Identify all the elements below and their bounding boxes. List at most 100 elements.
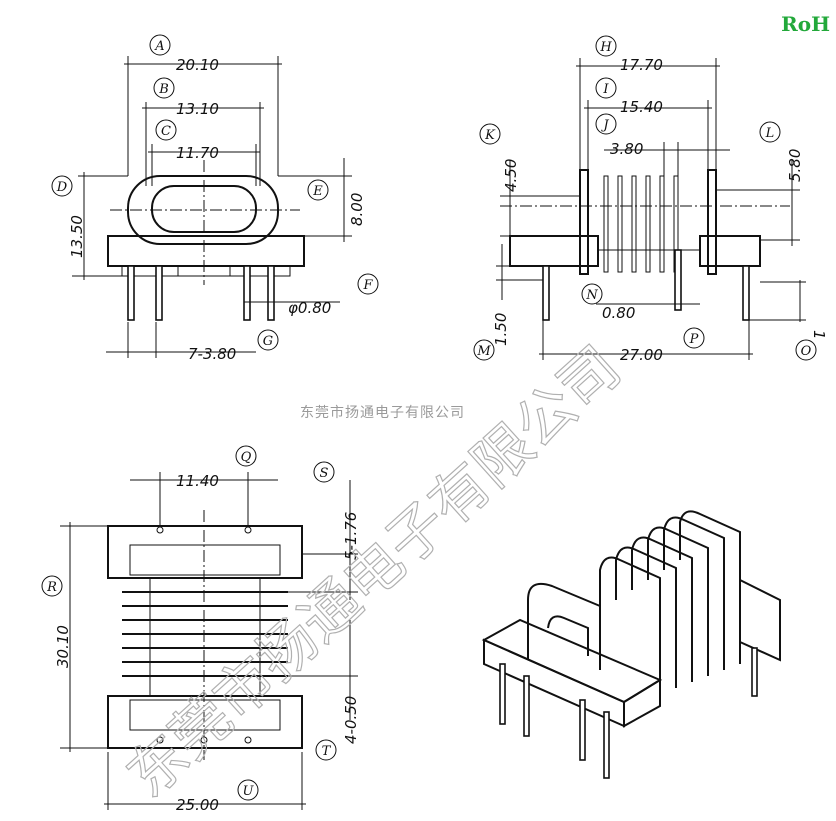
iso-fin-2 — [615, 546, 677, 688]
bottom-pin-hole-2 — [244, 526, 252, 534]
side-base-right — [699, 235, 761, 267]
side-left-flange — [579, 169, 589, 275]
side-pin-mid — [674, 249, 682, 311]
iso-fin-1 — [599, 556, 661, 694]
side-pin-left — [542, 265, 550, 321]
side-callout-k-letter: K — [484, 128, 496, 143]
bottom-callout-u — [237, 779, 259, 801]
side-dim-n-value: 0.80 — [602, 304, 635, 322]
front-callout-e — [307, 179, 329, 201]
iso-bobbin-arch-1 — [527, 582, 601, 668]
side-callout-i-letter: I — [602, 82, 609, 97]
iso-fin-4 — [647, 526, 709, 676]
bottom-pin-hole-3 — [156, 736, 164, 744]
front-callout-e-letter: E — [312, 184, 323, 199]
isometric-view — [481, 510, 781, 779]
bottom-callout-q-letter: Q — [241, 450, 252, 465]
bottom-callout-s-letter: S — [320, 466, 329, 481]
side-callout-h-letter: H — [599, 40, 612, 55]
iso-pin-1 — [499, 663, 506, 725]
side-dim-o-value: 1 — [810, 330, 828, 340]
front-base-notch — [177, 265, 231, 277]
bottom-callout-r — [41, 575, 63, 597]
front-callout-f-letter: F — [362, 278, 373, 293]
bottom-callout-s — [313, 461, 335, 483]
side-rib-2 — [617, 175, 623, 273]
front-pin-1 — [127, 265, 135, 321]
side-callout-h — [595, 35, 617, 57]
bottom-callout-t — [315, 739, 337, 761]
front-view: 20.10 A 13.10 B 11.70 C D 13.50 E 8.00 F… — [51, 34, 379, 363]
bottom-view: Q 11.40 R 30.10 S 5-1.76 T 4-0.50 U 25.0… — [41, 445, 360, 814]
front-callout-c — [155, 119, 177, 141]
front-callout-c-letter: C — [161, 124, 171, 139]
iso-core-window — [547, 615, 589, 656]
side-dim-m-value: 1.50 — [492, 313, 510, 346]
bottom-core-body — [149, 577, 261, 697]
front-base-foot — [121, 265, 291, 277]
front-callout-a-letter: A — [154, 39, 164, 54]
front-dim-e-value: 8.00 — [348, 193, 366, 226]
front-callout-a — [149, 34, 171, 56]
front-callout-g — [257, 329, 279, 351]
iso-pin-4 — [603, 711, 610, 779]
bottom-top-recess — [129, 544, 281, 576]
bottom-dim-u-value: 25.00 — [176, 796, 219, 814]
front-dim-b-value: 13.10 — [176, 100, 219, 118]
front-callout-d-letter: D — [56, 180, 68, 195]
side-view: H 17.70 I 15.40 J 3.80 K 4.50 L 5.80 M 1… — [473, 35, 828, 364]
side-rib-4 — [645, 175, 651, 273]
iso-base-top — [481, 618, 663, 704]
front-pin-3 — [243, 265, 251, 321]
front-dim-g-value: 7-3.80 — [188, 345, 236, 363]
iso-pin-2 — [523, 675, 530, 737]
iso-fin-6 — [679, 510, 741, 664]
iso-fin-3 — [631, 536, 693, 682]
front-callout-b-letter: B — [158, 82, 169, 97]
side-callout-o-letter: O — [801, 344, 812, 359]
side-base-left — [509, 235, 599, 267]
front-pin-4 — [267, 265, 275, 321]
side-callout-p — [683, 327, 705, 349]
side-dim-h-value: 17.70 — [620, 56, 663, 74]
side-callout-n-letter: N — [585, 288, 598, 303]
side-dim-i-value: 15.40 — [620, 98, 663, 116]
side-dim-j-value: 3.80 — [610, 140, 643, 158]
side-callout-m — [473, 339, 495, 361]
side-callout-p-letter: P — [689, 332, 699, 347]
side-dim-p-value: 27.00 — [620, 346, 663, 364]
iso-base-side — [623, 678, 661, 728]
bottom-dim-s-value: 5-1.76 — [342, 512, 360, 560]
front-dim-c-value: 11.70 — [176, 144, 219, 162]
bottom-callout-q — [235, 445, 257, 467]
side-callout-n — [581, 283, 603, 305]
rohs-badge: RoH — [781, 12, 830, 36]
side-callout-o — [795, 339, 817, 361]
front-pin-2 — [155, 265, 163, 321]
iso-pin-3 — [579, 699, 586, 761]
side-rib-3 — [631, 175, 637, 273]
iso-rear-flange — [739, 578, 781, 662]
bottom-dim-q-value: 11.40 — [176, 472, 219, 490]
side-dim-k-value: 4.50 — [502, 159, 520, 192]
side-callout-l — [759, 121, 781, 143]
watermark-small-text: 东莞市扬通电子有限公司 — [300, 404, 465, 421]
side-callout-i — [595, 77, 617, 99]
iso-fin-5 — [663, 516, 725, 670]
side-rib-1 — [603, 175, 609, 273]
side-callout-j — [595, 113, 617, 135]
front-callout-g-letter: G — [263, 334, 273, 349]
side-callout-j-letter: J — [600, 118, 609, 133]
bottom-callout-r-letter: R — [46, 580, 57, 595]
front-base-flange — [107, 235, 305, 267]
bottom-dim-t-value: 4-0.50 — [342, 696, 360, 744]
bottom-pin-hole-5 — [244, 736, 252, 744]
side-rib-5 — [659, 175, 665, 273]
front-dim-f-value: φ0.80 — [288, 299, 331, 317]
front-callout-b — [153, 77, 175, 99]
front-callout-f — [357, 273, 379, 295]
bottom-callout-u-letter: U — [243, 784, 255, 799]
front-dim-a-value: 20.10 — [176, 56, 219, 74]
bottom-pin-hole-1 — [156, 526, 164, 534]
